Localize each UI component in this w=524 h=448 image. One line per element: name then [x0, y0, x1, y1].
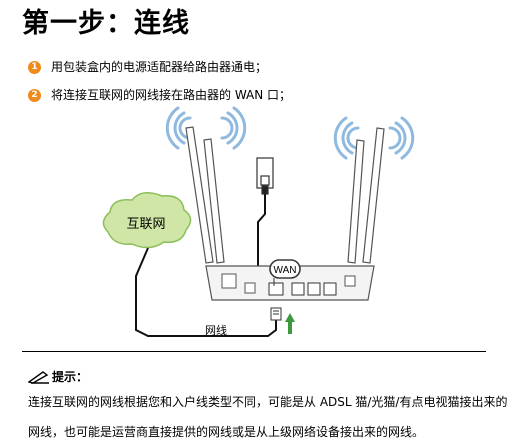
wifi-signal-icon-left — [165, 106, 247, 150]
pen-note-icon — [28, 370, 49, 384]
tip-label: 提示： — [52, 370, 89, 384]
wifi-signal-icon-right — [333, 116, 415, 160]
cable-label: 网线 — [205, 323, 227, 337]
tip-text-line-1: 连接互联网的网线根据您和入户线类型不同，可能是从 ADSL 猫/光猫/有点电视猫… — [28, 395, 508, 409]
cable-plug-icon — [270, 307, 282, 321]
power-plug-icon — [256, 157, 274, 271]
antenna-icon — [185, 126, 385, 264]
step-1-number: 1 — [28, 60, 41, 74]
divider — [22, 351, 486, 352]
step-2-text: 将连接互联网的网线接在路由器的 WAN 口； — [51, 88, 292, 102]
page-title: 第一步：连线 — [22, 8, 190, 39]
wan-label: WAN — [274, 265, 297, 276]
cloud-label: 互联网 — [126, 217, 165, 232]
step-2: 2 将连接互联网的网线接在路由器的 WAN 口； — [28, 86, 291, 104]
insert-arrow-icon — [285, 313, 295, 334]
internet-cloud-icon: 互联网 — [102, 192, 192, 249]
step-1: 1 用包装盒内的电源适配器给路由器通电； — [28, 58, 267, 76]
tip-text-line-2: 网线，也可能是运营商直接提供的网线或是从上级网络设备接出来的网线。 — [28, 425, 425, 439]
step-1-text: 用包装盒内的电源适配器给路由器通电； — [51, 60, 268, 74]
step-2-number: 2 — [28, 88, 41, 102]
tip-heading: 提示： — [28, 368, 88, 385]
router-icon — [205, 265, 375, 301]
wan-port-callout: WAN — [269, 259, 301, 286]
network-cable — [135, 247, 277, 337]
